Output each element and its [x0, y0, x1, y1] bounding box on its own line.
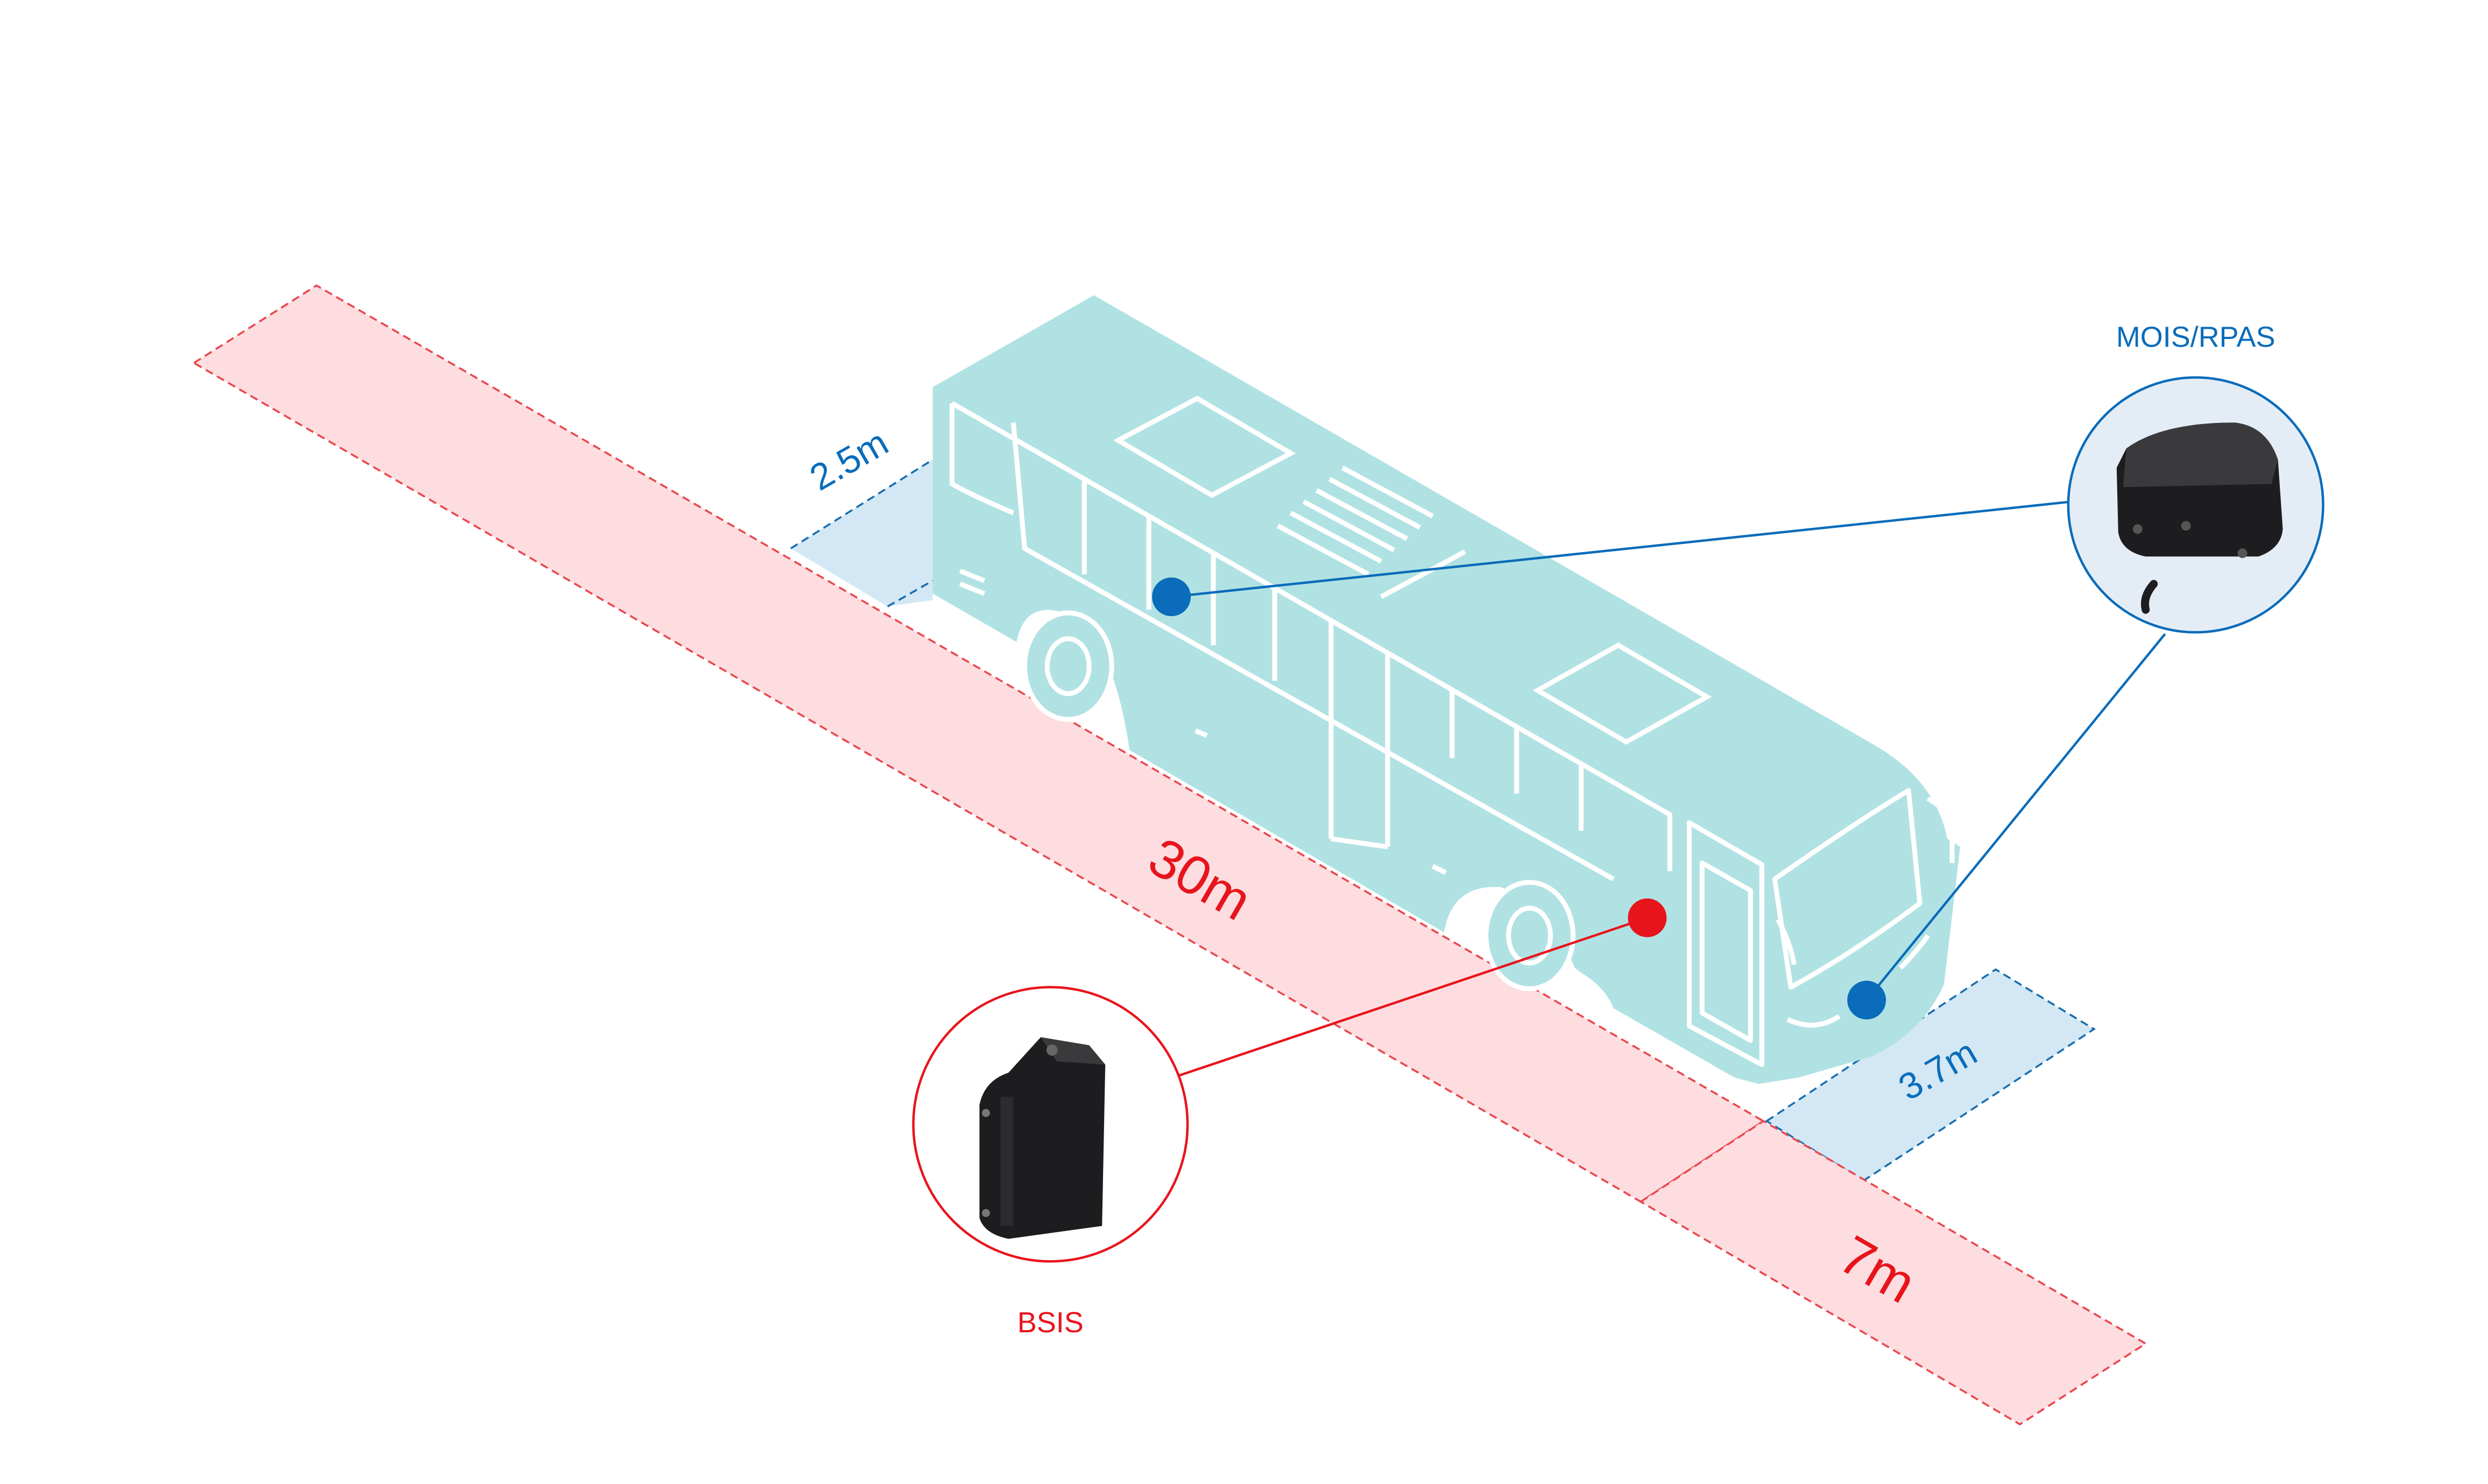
- front-wheel: [1483, 880, 1576, 992]
- mois-rpas-callout: MOIS/RPAS: [2067, 321, 2324, 634]
- mois-connector-front: [1865, 633, 2166, 1001]
- bus-windows: [949, 401, 1955, 1068]
- bsis-sensor-point: [1628, 898, 1667, 937]
- mois-connector-side: [1171, 500, 2072, 598]
- rear-wheel: [1022, 610, 1114, 722]
- bsis-connector: [1177, 916, 1648, 1077]
- side-marker-rear: [1194, 728, 1208, 738]
- rear-zone-border-lower: [887, 580, 934, 607]
- rear-detection-zone: [790, 460, 933, 607]
- bsis-callout: BSIS: [912, 986, 1189, 1339]
- rear-zone-label: 2.5m: [803, 421, 895, 498]
- bsis-label: BSIS: [1017, 1306, 1084, 1339]
- rear-grille: [959, 569, 986, 596]
- roof-vent: [1276, 465, 1466, 599]
- side-marker-front: [1431, 864, 1447, 875]
- mois-rpas-label: MOIS/RPAS: [2116, 321, 2275, 354]
- roof-hatch-front: [1532, 642, 1712, 745]
- rear-zone-border: [790, 458, 934, 549]
- camera-sensor-icon: [2116, 422, 2283, 614]
- roof-hatch-rear: [1113, 395, 1296, 498]
- rear-wheel-hub: [1044, 636, 1092, 696]
- radar-sensor-icon: [979, 1037, 1106, 1239]
- side-blind-spot-zone-30m: [192, 284, 1765, 1203]
- mois-sensor-point-side: [1152, 577, 1191, 617]
- side-blind-spot-zone-7m: [1639, 1120, 2148, 1426]
- front-wheel-hub: [1506, 906, 1553, 966]
- bus: [932, 295, 1961, 1084]
- mois-sensor-point-front: [1847, 980, 1886, 1020]
